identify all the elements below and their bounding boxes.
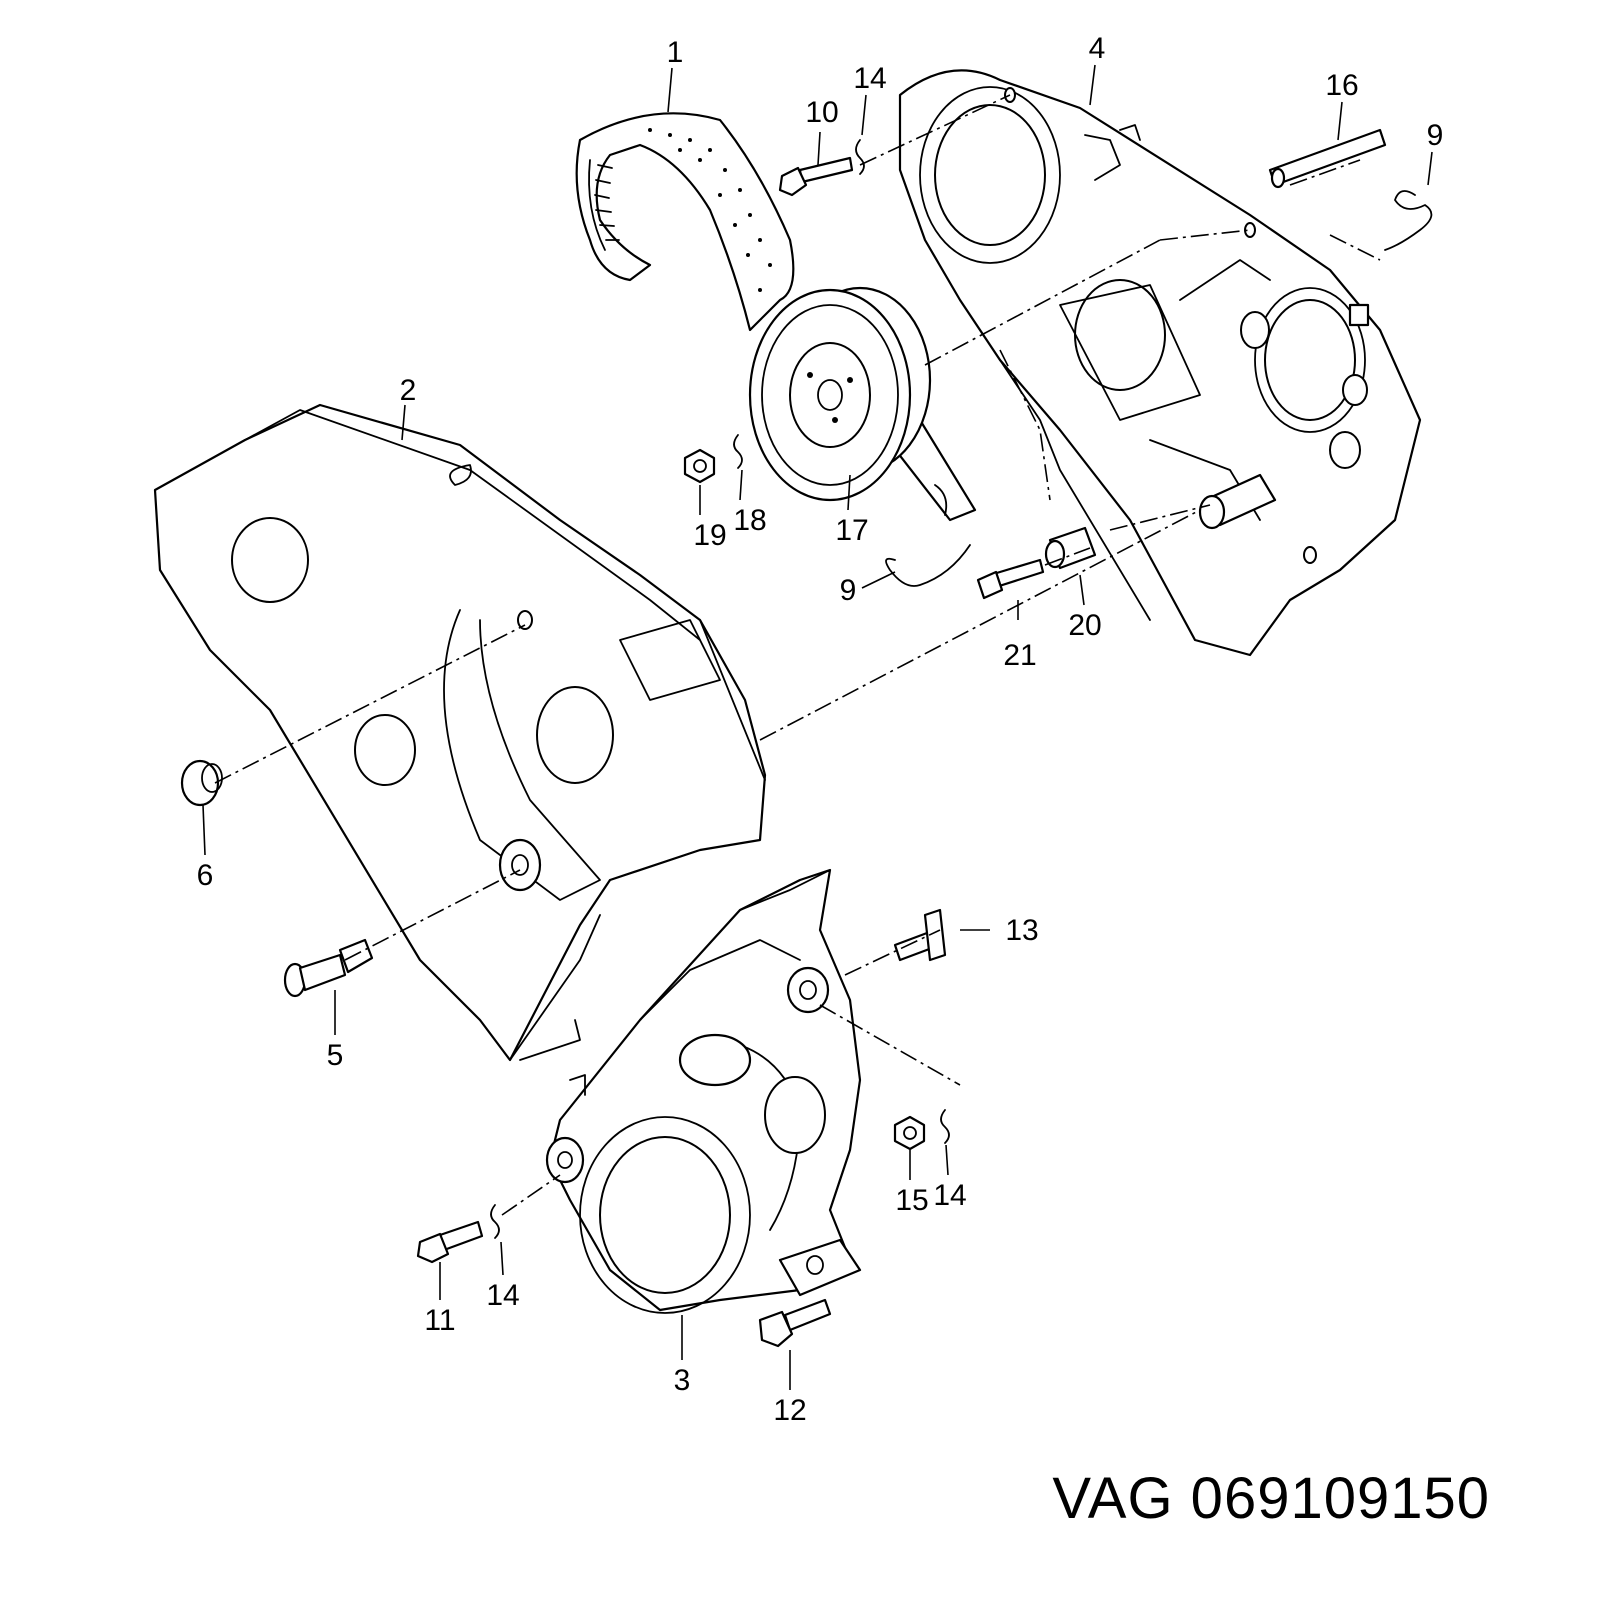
callout-19: 19 [693,519,726,552]
callout-5: 5 [327,1039,344,1072]
callout-10: 10 [805,96,838,129]
washer-14-top [855,139,865,175]
spring-clip-9-mid [885,544,971,587]
upper-front-cover [153,403,767,1062]
callout-18: 18 [733,504,766,537]
callout-11: 11 [424,1304,455,1337]
bolt-10 [778,156,854,197]
stud-16 [1268,128,1387,189]
callout-6: 6 [197,859,214,892]
callout-9-top: 9 [1427,119,1444,152]
callout-14-right: 14 [933,1179,966,1212]
alignment-lines [214,94,1381,1216]
callout-21: 21 [1003,639,1036,672]
leader-lines [202,64,1433,1390]
callout-2: 2 [400,374,417,407]
bolt-13 [893,908,947,962]
callout-3: 3 [674,1364,691,1397]
part-number-title: VAG 069109150 [1052,1466,1490,1531]
bolt-11 [416,1220,484,1264]
spacer-sleeve [1198,473,1277,530]
callout-1: 1 [667,36,684,69]
washer-14-right [940,1109,950,1144]
plug-6 [180,759,223,807]
callout-16: 16 [1325,69,1358,102]
washer-18 [733,434,743,469]
spring-clip-9-top [1384,190,1433,251]
callout-14-top: 14 [853,62,886,95]
callout-13: 13 [1005,914,1038,947]
callout-12: 12 [773,1394,806,1427]
callout-4: 4 [1089,32,1106,65]
callout-17: 17 [835,514,868,547]
callout-20: 20 [1068,609,1101,642]
callout-15: 15 [895,1184,928,1217]
clip-5 [283,938,374,998]
callout-9-mid: 9 [840,574,857,607]
sleeve-20 [1044,526,1097,570]
callout-14-left: 14 [486,1279,519,1312]
tensioner-pulley [748,286,977,522]
callout-labels: 1 2 3 4 5 6 9 9 10 11 12 13 14 14 14 15 … [197,32,1444,1427]
nut-15 [893,1115,926,1151]
washer-14-left [490,1204,500,1239]
lower-front-cover [545,868,862,1314]
bolt-12 [758,1298,832,1348]
nut-19 [683,448,716,484]
timing-belt [575,112,795,332]
bolt-21 [976,558,1045,600]
